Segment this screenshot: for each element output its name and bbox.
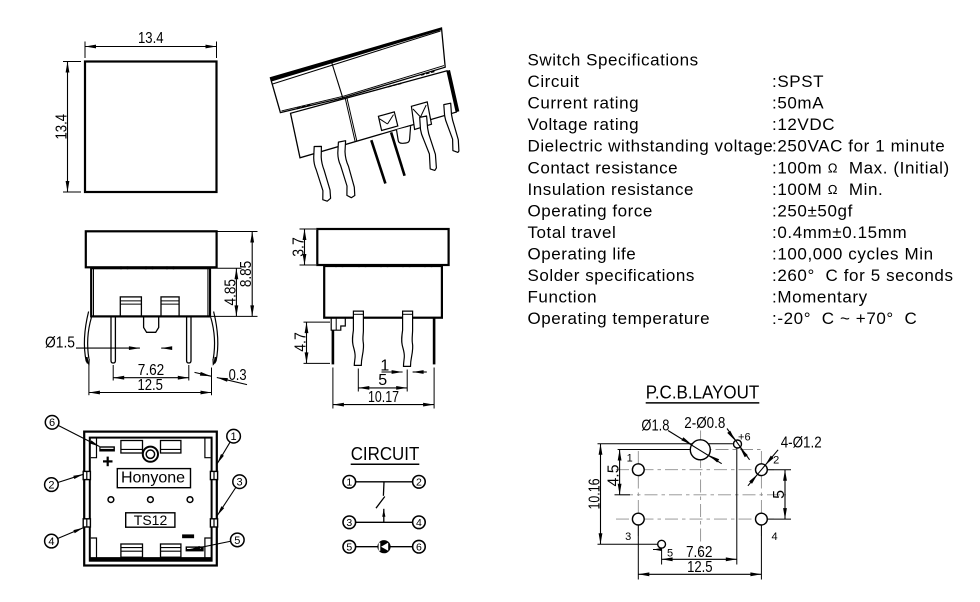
svg-text:4: 4	[416, 517, 422, 529]
svg-text:Function: Function	[528, 288, 598, 307]
svg-text:Ø1.8: Ø1.8	[641, 418, 669, 435]
svg-text::260° C for 5 seconds: :260° C for 5 seconds	[772, 266, 954, 285]
svg-text:Ø1.5: Ø1.5	[45, 335, 75, 352]
svg-text:10.17: 10.17	[368, 389, 399, 406]
svg-text:1: 1	[627, 452, 633, 464]
svg-text:8.85: 8.85	[238, 261, 255, 287]
svg-text:3: 3	[346, 517, 352, 529]
svg-text:4.7: 4.7	[293, 332, 310, 352]
svg-text:6: 6	[49, 417, 55, 429]
svg-text:0.3: 0.3	[229, 367, 247, 384]
svg-text:5: 5	[234, 535, 240, 547]
svg-text:Circuit: Circuit	[528, 72, 580, 91]
svg-text:TS12: TS12	[134, 512, 168, 528]
svg-text::100,000 cycles Min: :100,000 cycles Min	[772, 244, 934, 263]
svg-text:Solder specifications: Solder specifications	[528, 266, 695, 285]
svg-text:4.85: 4.85	[222, 279, 239, 305]
svg-text:13.4: 13.4	[138, 30, 164, 47]
svg-text::0.4mm±0.15mm: :0.4mm±0.15mm	[772, 223, 907, 242]
svg-text:Total travel: Total travel	[528, 223, 617, 242]
svg-text:Current rating: Current rating	[528, 94, 640, 113]
svg-text:1: 1	[346, 476, 352, 488]
svg-text:3: 3	[625, 531, 631, 543]
svg-text:5: 5	[346, 541, 352, 553]
svg-text:4-Ø1.2: 4-Ø1.2	[781, 435, 822, 452]
svg-text:4.5: 4.5	[606, 464, 623, 486]
svg-text:Honyone: Honyone	[121, 470, 185, 487]
svg-text:3: 3	[237, 477, 243, 489]
svg-text:2: 2	[48, 479, 54, 491]
svg-text:13.4: 13.4	[54, 114, 71, 140]
svg-text:Insulation resistance: Insulation resistance	[528, 180, 695, 199]
svg-text::12VDC: :12VDC	[772, 115, 835, 134]
svg-text:+6: +6	[738, 432, 751, 444]
svg-text:2: 2	[416, 476, 422, 488]
svg-text:2-Ø0.8: 2-Ø0.8	[684, 415, 725, 432]
svg-text:1: 1	[231, 431, 237, 443]
svg-text:4: 4	[48, 536, 54, 548]
svg-text:6: 6	[416, 541, 422, 553]
svg-text:7.62: 7.62	[686, 544, 713, 561]
svg-text::100M Ω Min.: :100M Ω Min.	[772, 180, 883, 199]
svg-text:Operating life: Operating life	[528, 244, 637, 263]
svg-text:Switch Specifications: Switch Specifications	[528, 51, 699, 70]
svg-text:12.5: 12.5	[687, 559, 713, 576]
svg-text:3.7: 3.7	[291, 237, 308, 257]
svg-text:4: 4	[772, 531, 778, 543]
svg-text:Contact resistance: Contact resistance	[528, 158, 679, 177]
svg-text::Momentary: :Momentary	[772, 288, 868, 307]
svg-text::250VAC for 1 minute: :250VAC for 1 minute	[772, 137, 945, 156]
svg-text:10.16: 10.16	[587, 478, 604, 509]
svg-text::50mA: :50mA	[772, 94, 824, 113]
svg-text::-20° C ~ +70° C: :-20° C ~ +70° C	[772, 309, 917, 328]
svg-text:5: 5	[771, 490, 788, 499]
svg-text:Dielectric withstanding voltag: Dielectric withstanding voltage	[528, 137, 774, 156]
svg-text:2: 2	[773, 454, 779, 466]
svg-text:5: 5	[378, 372, 387, 389]
svg-text:7.62: 7.62	[138, 362, 165, 379]
svg-text:CIRCUIT: CIRCUIT	[351, 443, 420, 464]
svg-text:Voltage rating: Voltage rating	[528, 115, 640, 134]
svg-text:P.C.B.LAYOUT: P.C.B.LAYOUT	[646, 382, 760, 403]
svg-text::100m Ω Max. (Initial): :100m Ω Max. (Initial)	[772, 158, 950, 177]
svg-text:Operating force: Operating force	[528, 201, 653, 220]
svg-text:Operating temperature: Operating temperature	[528, 309, 711, 328]
svg-text::250±50gf: :250±50gf	[772, 201, 853, 220]
svg-text::SPST: :SPST	[772, 72, 824, 91]
svg-text:12.5: 12.5	[137, 377, 163, 394]
svg-text:1: 1	[380, 357, 389, 374]
svg-text:5: 5	[667, 548, 673, 560]
